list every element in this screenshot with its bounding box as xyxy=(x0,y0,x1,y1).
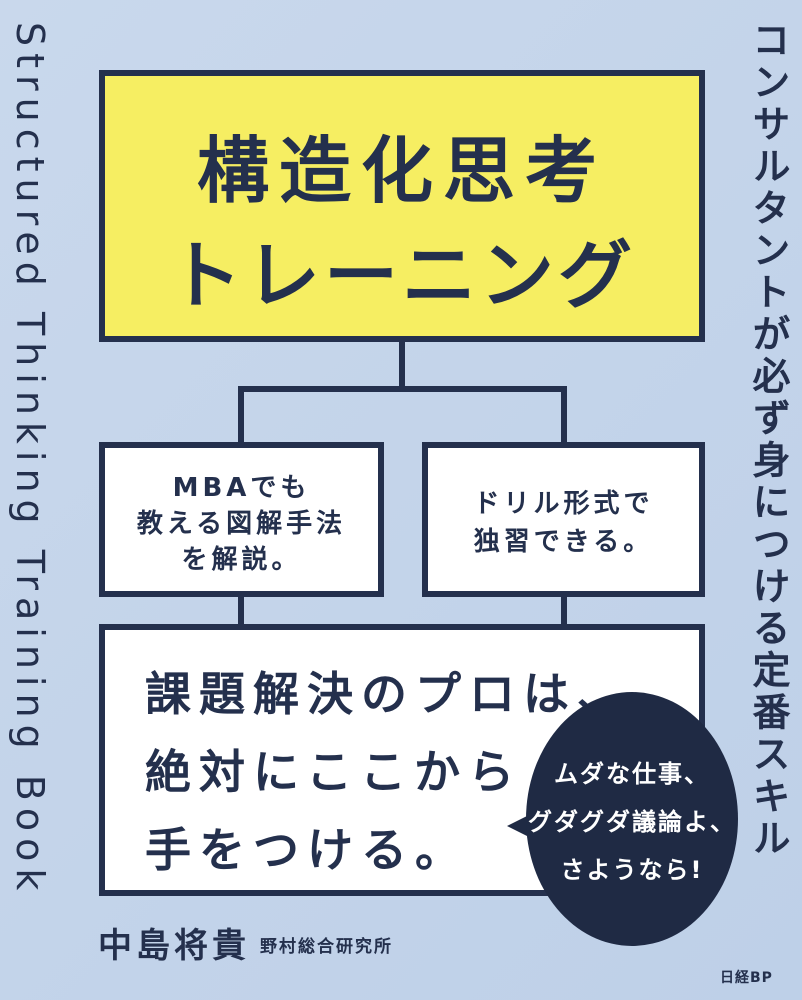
publisher-name: 日経BP xyxy=(720,970,773,986)
main-line-1: 課題解決のプロは、 xyxy=(145,667,631,721)
author-organization: 野村総合研究所 xyxy=(260,937,393,957)
subtitle: コンサルタントが必ず身につける定番スキル xyxy=(746,20,790,860)
connector-left-drop xyxy=(238,386,244,444)
feature-box-left: MBAでも 教える図解手法 を解説。 xyxy=(99,442,384,597)
connector-right-drop xyxy=(561,386,567,444)
title-line-1: 構造化思考 xyxy=(196,129,607,213)
bubble-line-3: さようなら! xyxy=(560,856,704,884)
main-line-3: 手をつける。 xyxy=(145,823,469,877)
connector-right-bottom xyxy=(561,595,567,627)
left-box-line-1: MBAでも xyxy=(172,473,311,503)
connector-top-stem xyxy=(399,342,405,392)
right-box-line-2: 独習できる。 xyxy=(473,527,654,557)
bubble-line-2: グダグダ議論よ、 xyxy=(528,808,736,836)
main-line-2: 絶対にここから xyxy=(145,745,523,799)
right-box-line-1: ドリル形式で xyxy=(473,489,654,519)
feature-box-right: ドリル形式で 独習できる。 xyxy=(422,442,705,597)
author-name: 中島将貴 xyxy=(98,926,250,966)
left-box-line-3: を解説。 xyxy=(181,545,302,575)
english-title: Structured Thinking Training Book xyxy=(8,22,52,898)
bubble-line-1: ムダな仕事、 xyxy=(554,760,710,788)
connector-left-bottom xyxy=(238,595,244,627)
left-box-line-2: 教える図解手法 xyxy=(136,509,347,539)
speech-bubble: ムダな仕事、 グダグダ議論よ、 さようなら! xyxy=(526,692,738,946)
title-line-2: トレーニング xyxy=(168,233,636,319)
connector-horizontal xyxy=(238,386,567,392)
title-box: 構造化思考 トレーニング xyxy=(99,70,705,342)
